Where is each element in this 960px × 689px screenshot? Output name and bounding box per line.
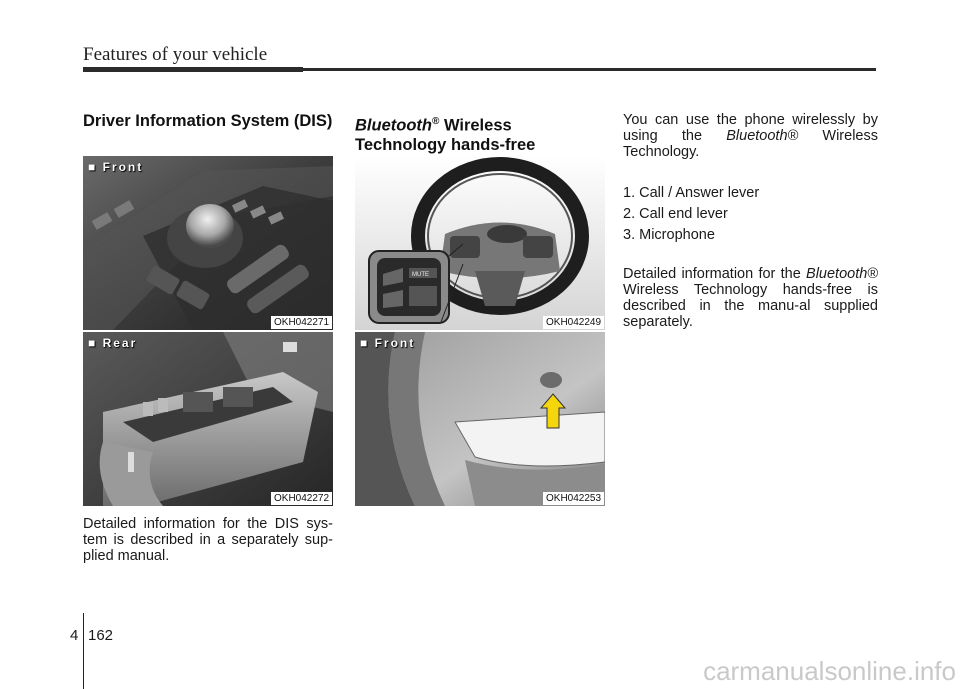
bluetooth-detail: Detailed information for the Bluetooth® … bbox=[623, 266, 878, 330]
dis-rear-photo bbox=[83, 332, 333, 506]
header-rule-thick bbox=[83, 67, 303, 72]
dis-heading: Driver Information System (DIS) bbox=[83, 112, 333, 130]
bluetooth-intro-brand: Bluetooth® bbox=[726, 128, 799, 144]
bluetooth-intro-b: Wireless Technology. bbox=[623, 128, 878, 160]
steering-wheel-code: OKH042249 bbox=[543, 316, 605, 329]
mute-label: MUTE bbox=[412, 272, 429, 278]
bluetooth-heading: Bluetooth® Wireless Technology hands-fre… bbox=[355, 112, 605, 155]
dis-front-photo bbox=[83, 156, 333, 330]
header-rule-thin bbox=[303, 68, 876, 71]
list-item-call-end: 2. Call end lever bbox=[623, 206, 728, 222]
bluetooth-heading-rest: Wireless Technology hands-free bbox=[355, 116, 536, 154]
microphone-code: OKH042253 bbox=[543, 492, 605, 505]
bluetooth-detail-a: Detailed information for the bbox=[623, 266, 807, 282]
arrow-up-icon bbox=[539, 393, 567, 429]
bluetooth-detail-b: Wireless Technology hands-free is descri… bbox=[623, 282, 878, 330]
dis-body-text: Detailed information for the DIS sys-tem… bbox=[83, 516, 333, 564]
page-header-title: Features of your vehicle bbox=[83, 44, 268, 65]
list-item-microphone: 3. Microphone bbox=[623, 227, 715, 243]
dis-rear-code: OKH042272 bbox=[271, 492, 333, 505]
steering-wheel-illustration: MUTE bbox=[355, 156, 605, 330]
bluetooth-detail-brand: Bluetooth® bbox=[806, 266, 878, 282]
microphone-photo bbox=[355, 332, 605, 506]
list-item-call-answer: 1. Call / Answer lever bbox=[623, 185, 760, 201]
bluetooth-intro: You can use the phone wirelessly by usin… bbox=[623, 112, 878, 160]
bluetooth-intro-a: You can use the phone wirelessly by usin… bbox=[623, 112, 878, 144]
dis-rear-tag: ■ Rear bbox=[88, 336, 138, 350]
watermark: carmanualsonline.info bbox=[703, 656, 956, 686]
chapter-number: 4 bbox=[70, 627, 79, 644]
bluetooth-heading-brand: Bluetooth bbox=[355, 116, 432, 135]
page-number: 162 bbox=[88, 627, 114, 644]
bluetooth-heading-reg: ® bbox=[431, 116, 440, 127]
dis-front-code: OKH042271 bbox=[271, 316, 333, 329]
microphone-front-tag: ■ Front bbox=[360, 336, 416, 350]
footer-divider bbox=[83, 613, 84, 689]
dis-front-tag: ■ Front bbox=[88, 160, 144, 174]
